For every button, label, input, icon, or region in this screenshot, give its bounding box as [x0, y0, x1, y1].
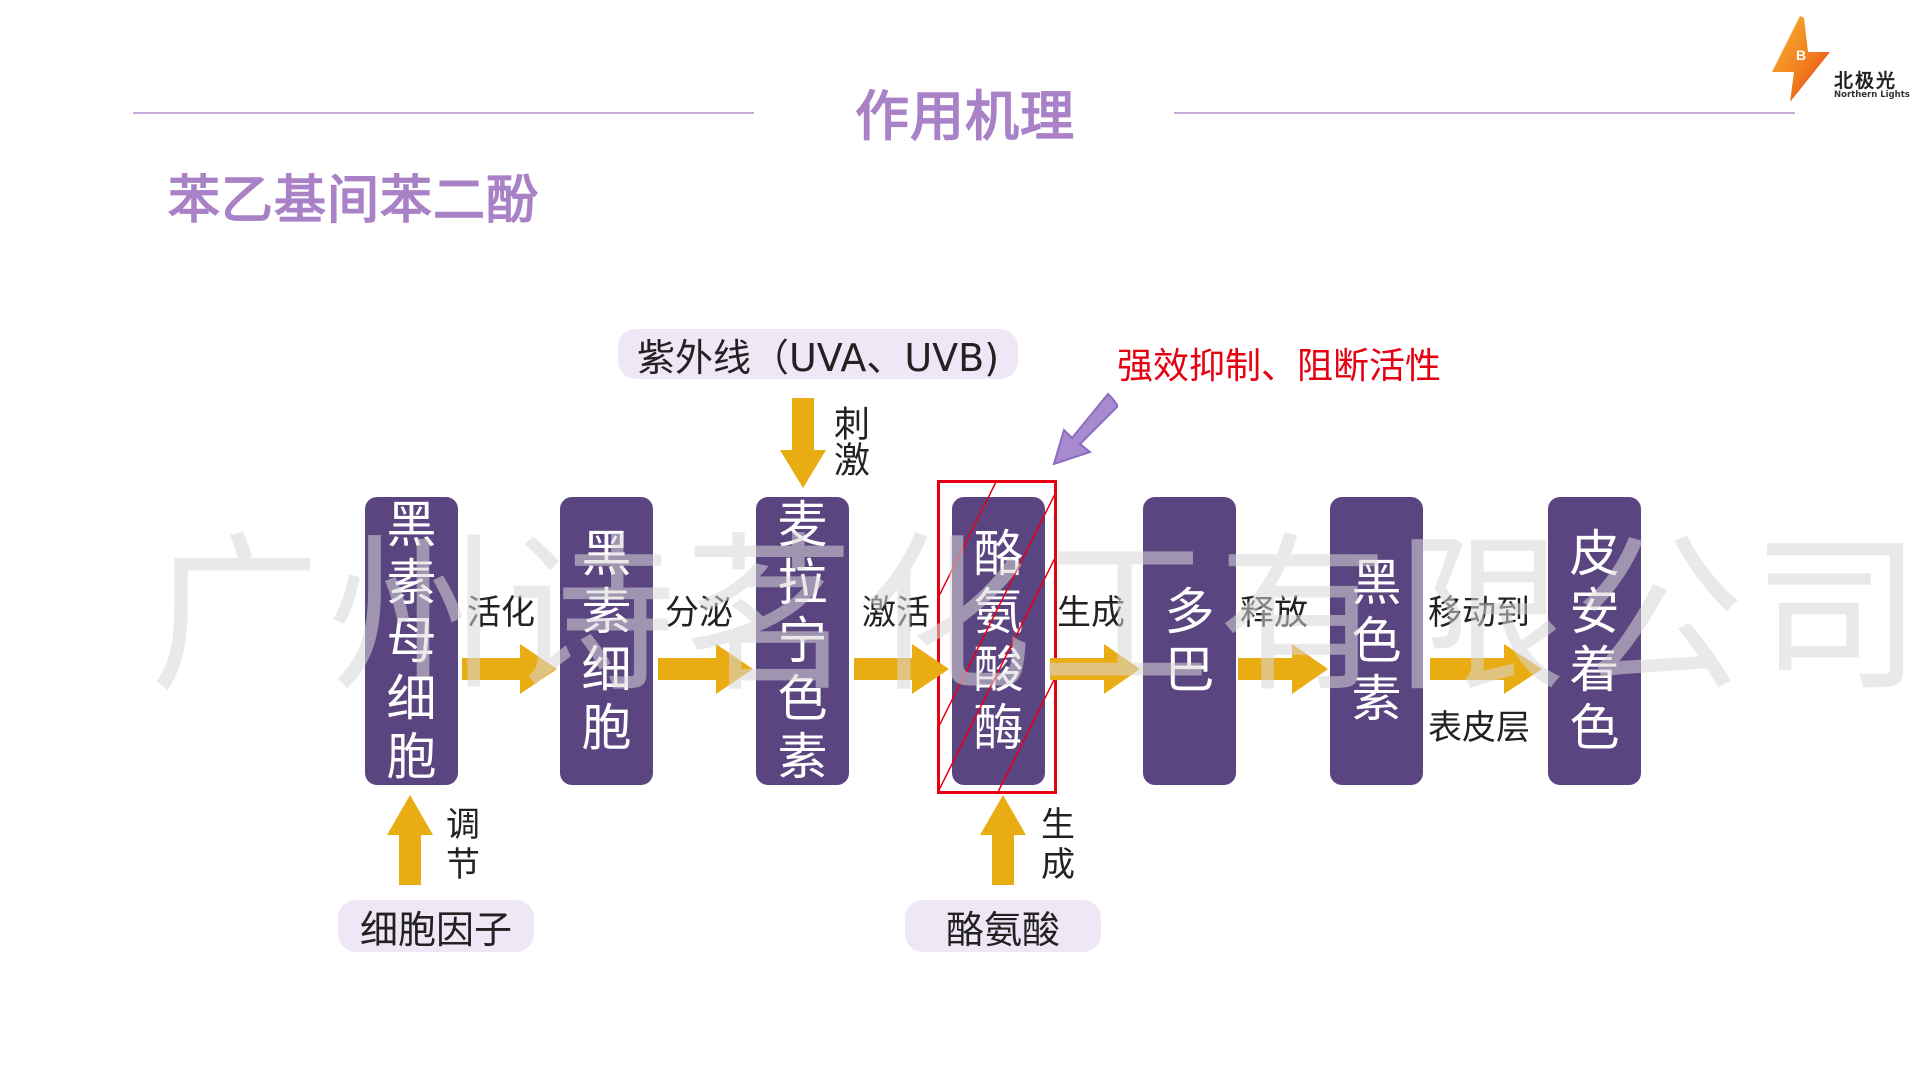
regulate-label: 调 节: [446, 805, 480, 885]
stimulus-down-arrow: [780, 398, 826, 488]
tyrosine-input-label: 酪氨酸: [945, 907, 1060, 952]
box-melanoblast: 黑素母细胞: [365, 496, 458, 786]
cytokine-input-pill: 细胞因子: [338, 900, 534, 952]
label-epidermis: 表皮层: [1428, 708, 1530, 748]
label-activate-enzyme: 激活: [862, 593, 930, 633]
generate-label: 生 成: [1041, 805, 1075, 885]
header-divider-right: [1174, 112, 1795, 114]
lightning-bolt-icon: B: [1772, 16, 1830, 102]
uv-input-label: 紫外线（UVA、UVB): [636, 335, 1000, 380]
inhibit-note: 强效抑制、阻断活性: [1117, 346, 1442, 387]
logo-name-en: Northern Lights: [1834, 90, 1910, 100]
svg-text:B: B: [1796, 47, 1806, 63]
arrow-activate-enzyme: [854, 644, 949, 694]
page-title: 作用机理: [855, 85, 1075, 148]
arrow-secrete: [658, 644, 753, 694]
inhibit-pointer-arrow: [1052, 392, 1118, 466]
arrow-release: [1238, 644, 1328, 694]
box-dopa: 多巴: [1143, 497, 1236, 785]
uv-input-pill: 紫外线（UVA、UVB): [618, 329, 1018, 380]
highlight-hatching: [937, 480, 1057, 794]
tyrosine-input-pill: 酪氨酸: [905, 900, 1101, 952]
cytokine-input-label: 细胞因子: [359, 907, 512, 952]
arrow-activate: [462, 644, 557, 694]
box-melanin: 黑色素: [1330, 497, 1423, 785]
box-melanin-pigment: 麦拉宁色素: [756, 496, 849, 786]
box-melanocyte: 黑素细胞: [560, 497, 653, 785]
section-subtitle: 苯乙基间苯二酚: [168, 171, 540, 231]
box-skin-pigmentation: 皮安着色: [1548, 497, 1641, 785]
arrow-generate: [1050, 644, 1140, 694]
regulate-up-arrow: [387, 795, 433, 885]
label-secrete: 分泌: [665, 593, 733, 633]
stimulus-label: 刺激: [828, 405, 869, 477]
header-divider-left: [133, 112, 754, 114]
arrow-move-to: [1430, 644, 1542, 694]
label-move-to: 移动到: [1428, 593, 1530, 633]
label-release: 释放: [1240, 593, 1308, 633]
logo-name-cn: 北极光: [1834, 70, 1898, 92]
brand-logo: B 北极光 Northern Lights: [1768, 14, 1918, 104]
label-activate: 活化: [467, 593, 535, 633]
label-generate: 生成: [1057, 593, 1125, 633]
generate-up-arrow: [980, 795, 1026, 885]
